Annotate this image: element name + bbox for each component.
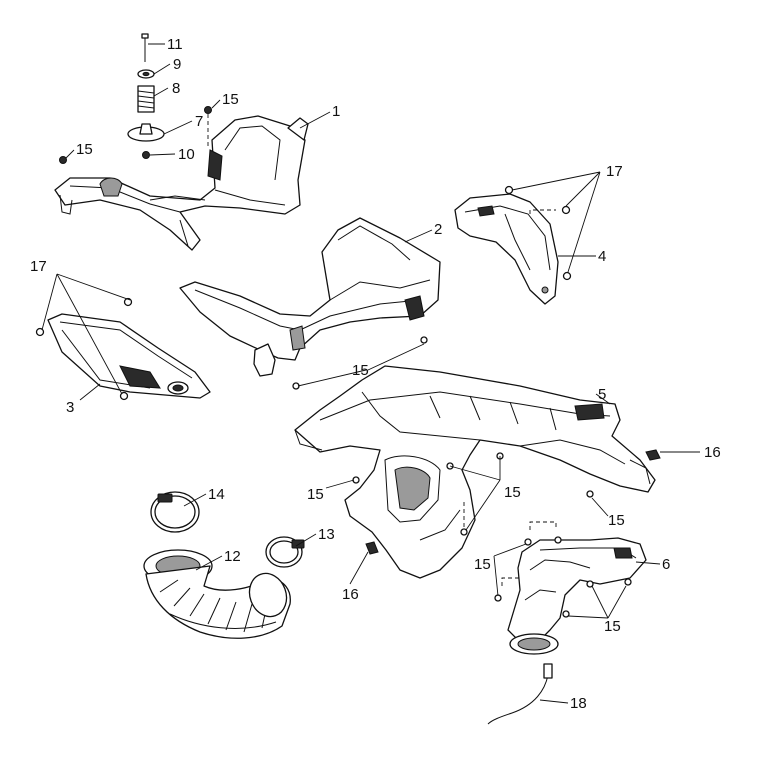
callout-10: 10 [178, 146, 195, 163]
callout-17-b: 17 [30, 258, 47, 275]
alignment-lines [207, 114, 557, 586]
callout-8: 8 [172, 80, 180, 97]
callout-1: 1 [332, 103, 340, 120]
callout-18: 18 [570, 695, 587, 712]
part-6-duct [507, 537, 647, 655]
callout-14: 14 [208, 486, 225, 503]
callout-12: 12 [224, 548, 241, 565]
callout-13: 13 [318, 526, 335, 543]
leader-lines [41, 43, 700, 704]
callout-9: 9 [173, 56, 181, 73]
callout-11: 11 [167, 36, 183, 53]
callout-6: 6 [662, 556, 670, 573]
part-4-right-panel [454, 193, 559, 305]
callout-15-d: 15 [307, 486, 324, 503]
callout-17-a: 17 [606, 163, 623, 180]
callout-15-c: 15 [352, 362, 369, 379]
callout-15-b: 15 [76, 141, 93, 158]
part-3-left-panel [47, 313, 211, 399]
callout-3: 3 [66, 399, 74, 416]
callout-15-e: 15 [504, 484, 521, 501]
callout-15-h: 15 [604, 618, 621, 635]
part-2-center-frame [179, 217, 441, 377]
callout-4: 4 [598, 248, 606, 265]
fasteners [35, 106, 661, 618]
callout-15-a: 15 [222, 91, 239, 108]
clamps-13-14 [150, 491, 305, 568]
callout-2: 2 [434, 221, 442, 238]
part-12-intake-boot [143, 549, 291, 639]
callout-labels: 11 9 8 7 10 15 15 1 2 17 4 17 3 15 5 16 … [30, 36, 721, 712]
callout-7: 7 [195, 113, 203, 130]
callout-5: 5 [598, 386, 606, 403]
part-5-lower-housing [294, 365, 656, 579]
callout-15-f: 15 [608, 512, 625, 529]
callout-16-a: 16 [704, 444, 721, 461]
callout-16-b: 16 [342, 586, 359, 603]
part-1-front-frame [54, 115, 309, 251]
part-18-drain-hose [487, 663, 553, 725]
mount-stack-7-11 [127, 33, 165, 159]
callout-15-g: 15 [474, 556, 491, 573]
